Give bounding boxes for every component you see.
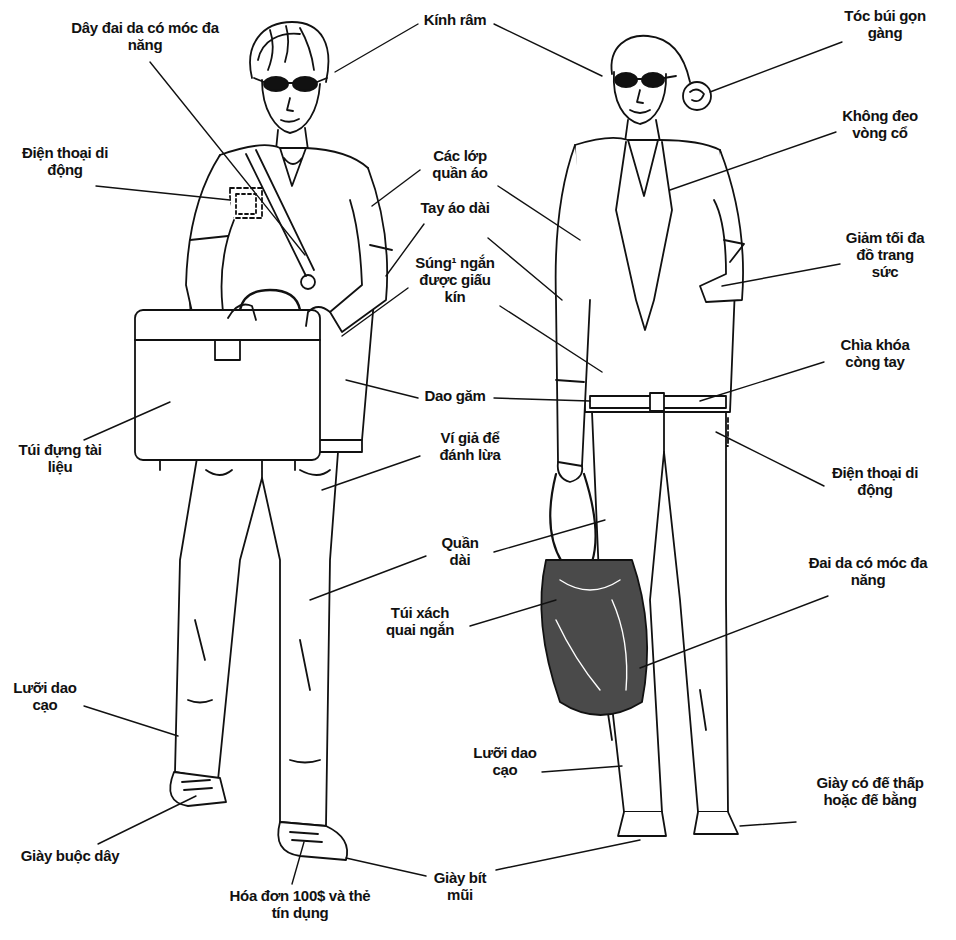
leader-line: [346, 858, 426, 876]
leader-line: [470, 600, 556, 626]
woman-figure: [550, 474, 595, 562]
man-figure: [250, 22, 328, 82]
leader-line: [496, 840, 640, 870]
man-figure: [293, 77, 317, 91]
woman-figure: [541, 560, 647, 715]
woman-figure: [558, 462, 583, 482]
leader-line: [150, 62, 305, 255]
man-figure: [188, 620, 320, 763]
callout-label: Tay áo dài: [420, 200, 490, 217]
leader-line: [98, 796, 196, 844]
woman-figure: [637, 76, 676, 79]
leader-line: [310, 556, 426, 600]
callout-label: Lưỡi dao cạo: [470, 745, 540, 779]
callout-label: Lưỡi dao cạo: [10, 680, 80, 714]
callout-label: Điện thoại di động: [825, 465, 925, 499]
leader-line: [488, 238, 562, 300]
callout-label: Ví giả để đánh lừa: [425, 430, 515, 464]
man-figure: [175, 452, 338, 826]
woman-figure: [556, 580, 627, 690]
callout-label: Súng¹ ngắn được giấu kín: [410, 255, 500, 305]
man-figure: [236, 194, 256, 214]
leader-line: [498, 186, 580, 240]
leader-line: [346, 380, 418, 398]
man-figure: [240, 290, 300, 310]
callout-label: Giảm tối đa đồ trang sức: [845, 230, 925, 280]
leader-line: [335, 24, 418, 72]
man-figure: [246, 150, 314, 276]
callout-label: Giày bít mũi: [425, 870, 495, 904]
callout-label: Kính râm: [415, 12, 495, 29]
leader-line: [542, 766, 622, 772]
leader-line: [716, 432, 824, 486]
leader-line: [500, 306, 602, 372]
man-figure: [160, 460, 295, 470]
woman-figure: [630, 90, 650, 113]
leader-line: [640, 596, 828, 668]
man-figure: [186, 155, 234, 330]
man-figure: [170, 772, 226, 806]
callout-label: Các lớp quần áo: [420, 148, 500, 182]
leader-line: [292, 842, 304, 884]
leader-line: [700, 362, 824, 401]
callout-label: Túi xách quai ngắn: [375, 605, 465, 639]
woman-figure: [615, 73, 637, 87]
man-figure: [280, 148, 306, 186]
man-figure: [301, 275, 315, 289]
leader-line: [342, 288, 408, 336]
woman-figure: [618, 812, 666, 836]
woman-figure: [690, 89, 704, 101]
man-figure: [278, 822, 347, 860]
callout-label: Dây đai da có móc đa năng: [70, 20, 220, 54]
callout-label: Dao găm: [410, 388, 500, 405]
leader-line: [372, 170, 420, 206]
leader-line: [84, 402, 170, 440]
callout-label: Đai da có móc đa năng: [793, 555, 943, 589]
leader-line: [740, 822, 796, 826]
man-figure: [182, 780, 212, 790]
woman-figure: [650, 393, 664, 411]
man-figure: [254, 78, 327, 83]
callout-label: Tóc búi gọn gàng: [835, 8, 935, 42]
leader-line: [722, 264, 840, 286]
woman-figure: [616, 142, 672, 330]
man-figure: [264, 77, 288, 91]
man-figure: [276, 128, 308, 150]
callout-label: Không đeo vòng cổ: [835, 108, 925, 142]
callout-label: Giày có đế thấp hoặc đế bằng: [800, 775, 940, 809]
leader-line: [322, 456, 420, 490]
leader-line: [96, 186, 230, 200]
man-figure: [330, 168, 387, 332]
leader-line: [84, 24, 842, 884]
woman-figure: [628, 140, 658, 196]
man-figure: [230, 188, 262, 218]
man-figure: [228, 305, 330, 327]
callout-label: Túi đựng tài liệu: [5, 442, 115, 476]
leader-line: [670, 132, 836, 190]
man-figure: [290, 832, 322, 842]
woman-figure: [541, 36, 744, 836]
woman-figure: [694, 812, 738, 834]
callout-label: Giày buộc dây: [20, 848, 120, 865]
woman-figure: [642, 73, 664, 87]
callout-label: Quần dài: [430, 535, 490, 569]
woman-figure: [625, 120, 660, 142]
leader-line: [710, 42, 842, 92]
leader-line: [84, 706, 178, 736]
callout-label: Chìa khóa còng tay: [825, 337, 925, 371]
man-figure: [281, 98, 299, 122]
man-figure: [135, 340, 320, 360]
leader-line: [494, 398, 590, 401]
man-figure: [135, 310, 320, 460]
woman-figure: [700, 150, 743, 302]
leader-line: [494, 520, 605, 552]
leader-line: [494, 24, 602, 76]
woman-figure: [683, 82, 711, 110]
callout-label: Hóa đơn 100$ và thẻ tín dụng: [225, 888, 375, 922]
callout-label: Điện thoại di động: [10, 145, 120, 179]
woman-figure: [556, 145, 590, 466]
